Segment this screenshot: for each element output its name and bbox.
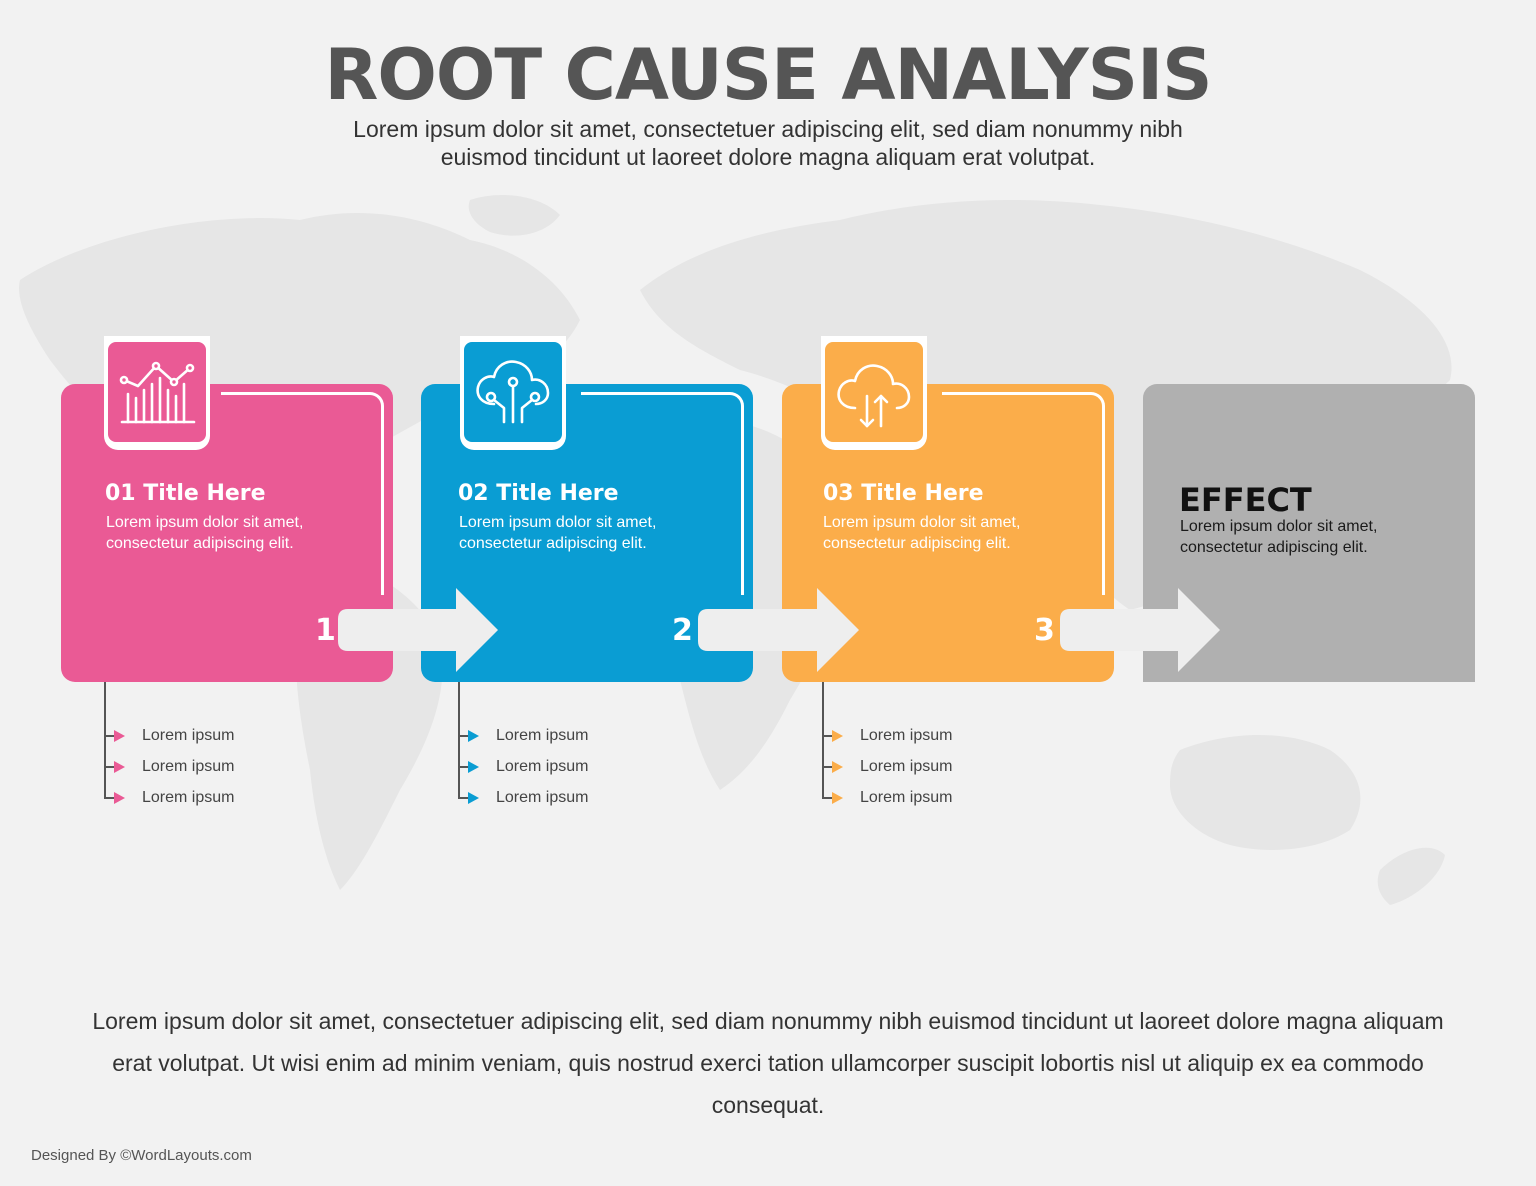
sub-list-line: [822, 682, 824, 798]
list-item: Lorem ipsum: [458, 788, 658, 808]
list-item: Lorem ipsum: [104, 788, 304, 808]
list-item-label: Lorem ipsum: [496, 789, 589, 806]
list-item-label: Lorem ipsum: [860, 789, 953, 806]
page-title: ROOT CAUSE ANALYSIS: [324, 34, 1212, 116]
step-1-text: Lorem ipsum dolor sit amet, consectetur …: [106, 514, 304, 552]
step-2-title: 02 Title Here: [458, 481, 619, 506]
page-subtitle: Lorem ipsum dolor sit amet, consectetuer…: [353, 116, 1183, 170]
step-1-sub-list: Lorem ipsum Lorem ipsum Lorem ipsum: [104, 682, 304, 812]
pointer-icon: [832, 730, 843, 742]
list-item-label: Lorem ipsum: [860, 758, 953, 775]
step-3-text: Lorem ipsum dolor sit amet, consectetur …: [823, 514, 1021, 552]
pointer-icon: [114, 730, 125, 742]
footer-paragraph: Lorem ipsum dolor sit amet, consectetuer…: [92, 1008, 1444, 1118]
step-2-text: Lorem ipsum dolor sit amet, consectetur …: [459, 514, 657, 552]
list-item: Lorem ipsum: [822, 788, 1022, 808]
list-item-label: Lorem ipsum: [142, 789, 235, 806]
list-item-label: Lorem ipsum: [860, 727, 953, 744]
pointer-icon: [114, 761, 125, 773]
arrow-1: [338, 588, 498, 672]
step-3-icon-tab: [821, 336, 927, 450]
effect-text: Lorem ipsum dolor sit amet, consectetur …: [1180, 518, 1378, 556]
step-1-icon-tab: [104, 336, 210, 450]
list-item: Lorem ipsum: [104, 757, 304, 777]
step-3-sub-list: Lorem ipsum Lorem ipsum Lorem ipsum: [822, 682, 1022, 812]
step-3-title: 03 Title Here: [823, 481, 984, 506]
list-item: Lorem ipsum: [458, 726, 658, 746]
step-1-number: 1: [315, 613, 336, 648]
pointer-icon: [468, 761, 479, 773]
list-item: Lorem ipsum: [822, 726, 1022, 746]
sub-list-line: [104, 682, 106, 798]
pointer-icon: [114, 792, 125, 804]
effect-title: EFFECT: [1179, 481, 1312, 519]
arrow-2: [698, 588, 859, 672]
list-item: Lorem ipsum: [104, 726, 304, 746]
pointer-icon: [468, 792, 479, 804]
list-item-label: Lorem ipsum: [496, 758, 589, 775]
pointer-icon: [468, 730, 479, 742]
cloud-network-icon: [464, 342, 562, 442]
step-2-corner-line: [581, 392, 744, 595]
chart-icon: [108, 342, 206, 442]
list-item: Lorem ipsum: [822, 757, 1022, 777]
step-1-title: 01 Title Here: [105, 481, 266, 506]
cloud-sync-icon: [825, 342, 923, 442]
step-3-corner-line: [942, 392, 1105, 595]
designer-credit: Designed By ©WordLayouts.com: [31, 1147, 252, 1164]
step-2-icon-tab: [460, 336, 566, 450]
pointer-icon: [832, 761, 843, 773]
step-2-sub-list: Lorem ipsum Lorem ipsum Lorem ipsum: [458, 682, 658, 812]
list-item-label: Lorem ipsum: [496, 727, 589, 744]
step-1-corner-line: [221, 392, 384, 595]
list-item: Lorem ipsum: [458, 757, 658, 777]
list-item-label: Lorem ipsum: [142, 758, 235, 775]
sub-list-line: [458, 682, 460, 798]
pointer-icon: [832, 792, 843, 804]
step-3-number: 3: [1034, 613, 1055, 648]
step-2-number: 2: [672, 613, 693, 648]
list-item-label: Lorem ipsum: [142, 727, 235, 744]
arrow-3: [1060, 588, 1220, 672]
